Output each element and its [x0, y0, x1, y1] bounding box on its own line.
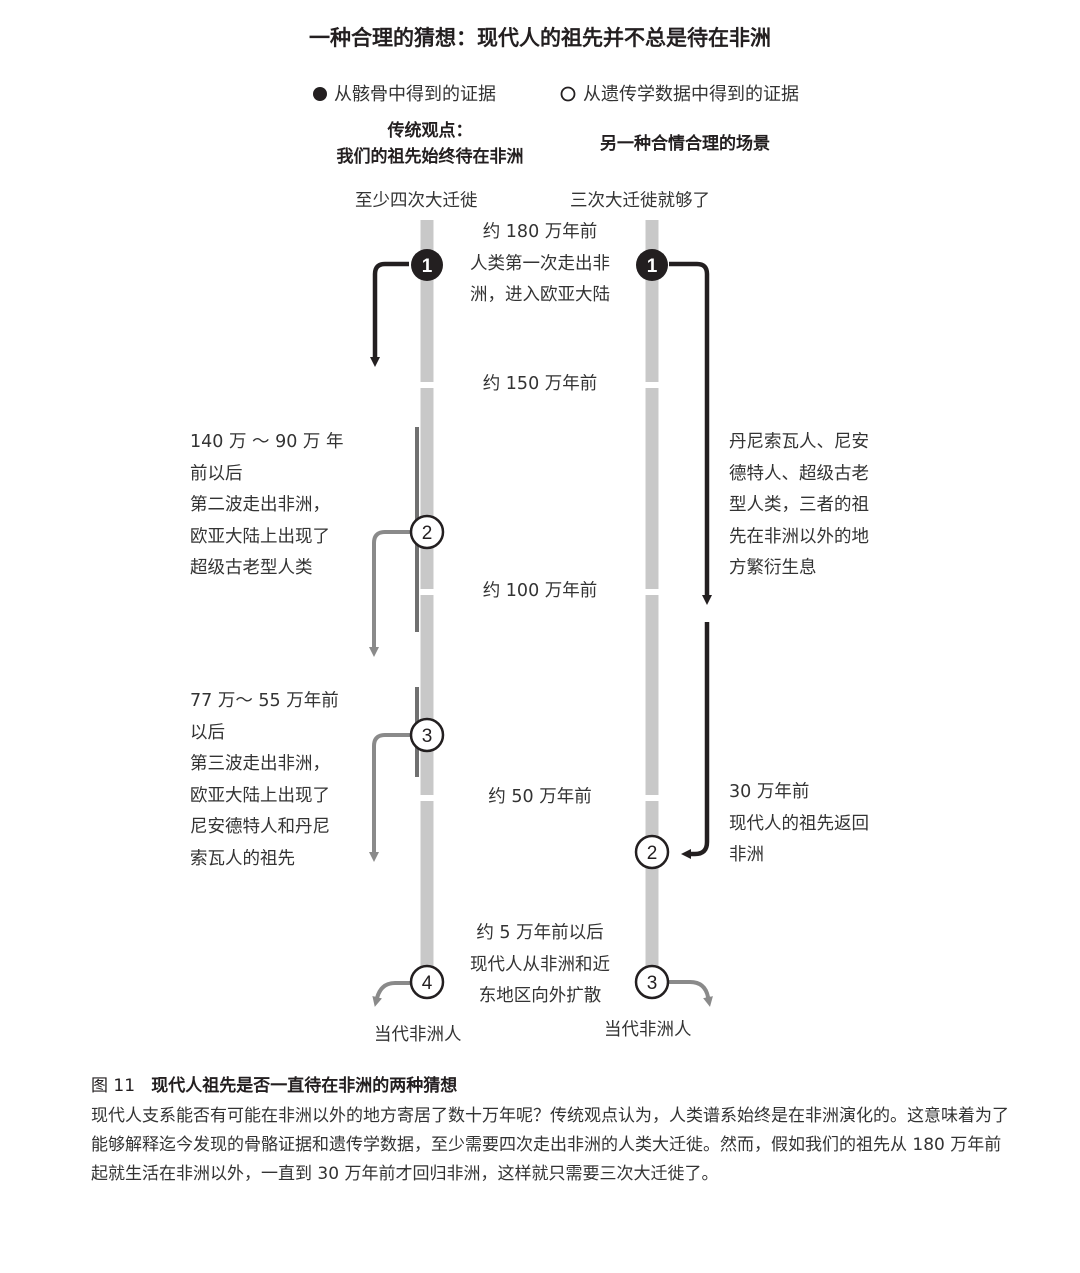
marker-left-3: 3 — [409, 717, 445, 753]
left-arrow-1 — [370, 261, 409, 367]
time-mark-50: 约 50 万年前 — [488, 787, 592, 807]
left-bottom-label: 当代非洲人 — [374, 1025, 462, 1045]
left-heading-line1: 传统观点： — [387, 121, 473, 141]
right-note-return: 30 万年前 现代人的祖先返回 非洲 — [729, 782, 869, 865]
time-mark-5: 约 5 万年前以后 现代人从非洲和近 东地区向外扩散 — [470, 923, 610, 1006]
right-arrow-return — [681, 622, 710, 859]
legend-hollow-label: 从遗传学数据中得到的证据 — [583, 84, 799, 105]
left-note-wave2: 140 万 ～ 90 万 年 前以后 第二波走出非洲， 欧亚大陆上出现了 超级古… — [190, 432, 344, 578]
marker-right-3: 3 — [634, 964, 670, 1000]
caption-paragraph: 现代人支系能否有可能在非洲以外的地方寄居了数十万年呢？传统观点认为，人类谱系始终… — [91, 1106, 1009, 1184]
right-subheading: 三次大迁徙就够了 — [570, 191, 710, 211]
figure-number: 图 11 — [91, 1076, 136, 1096]
right-note-outside: 丹尼索瓦人、尼安 德特人、超级古老 型人类，三者的祖 先在非洲以外的地 方繁衍生… — [729, 432, 869, 578]
time-mark-180: 约 180 万年前 人类第一次走出非 洲，进入欧亚大陆 — [470, 222, 610, 305]
svg-text:3: 3 — [422, 726, 433, 747]
right-arrow-3 — [669, 980, 713, 1007]
legend-hollow-dot-icon — [560, 86, 576, 102]
figure-caption: 图 11 现代人祖先是否一直待在非洲的两种猜想 — [91, 1071, 457, 1096]
figure-title: 现代人祖先是否一直待在非洲的两种猜想 — [151, 1076, 458, 1096]
svg-text:4: 4 — [422, 973, 433, 994]
left-heading-line2: 我们的祖先始终待在非洲 — [336, 147, 524, 167]
marker-right-1: 1 — [636, 249, 668, 281]
marker-right-2: 2 — [634, 834, 670, 870]
time-mark-150: 约 150 万年前 — [482, 374, 598, 394]
svg-text:2: 2 — [422, 523, 433, 544]
left-subheading: 至少四次大迁徙 — [355, 191, 478, 211]
diagram-title: 一种合理的猜想：现代人的祖先并不总是待在非洲 — [309, 26, 771, 50]
marker-left-4: 4 — [409, 964, 445, 1000]
marker-left-2: 2 — [409, 514, 445, 550]
legend-filled-dot-icon — [313, 87, 327, 101]
svg-text:3: 3 — [647, 973, 658, 994]
right-heading: 另一种合情合理的场景 — [600, 134, 770, 154]
left-arrow-3 — [369, 733, 410, 862]
svg-text:1: 1 — [647, 256, 658, 277]
left-arrow-4 — [372, 981, 410, 1007]
svg-text:2: 2 — [647, 843, 658, 864]
left-arrow-2 — [369, 530, 410, 657]
marker-left-1: 1 — [411, 249, 443, 281]
left-note-wave3: 77 万～ 55 万年前 以后 第三波走出非洲， 欧亚大陆上出现了 尼安德特人和… — [190, 691, 339, 869]
time-mark-100: 约 100 万年前 — [482, 581, 598, 601]
right-arrow-1 — [669, 261, 712, 605]
svg-text:1: 1 — [422, 256, 433, 277]
left-heading: 传统观点： 我们的祖先始终待在非洲 — [300, 118, 560, 170]
legend-filled-label: 从骸骨中得到的证据 — [334, 84, 496, 105]
right-bottom-label: 当代非洲人 — [604, 1020, 692, 1040]
